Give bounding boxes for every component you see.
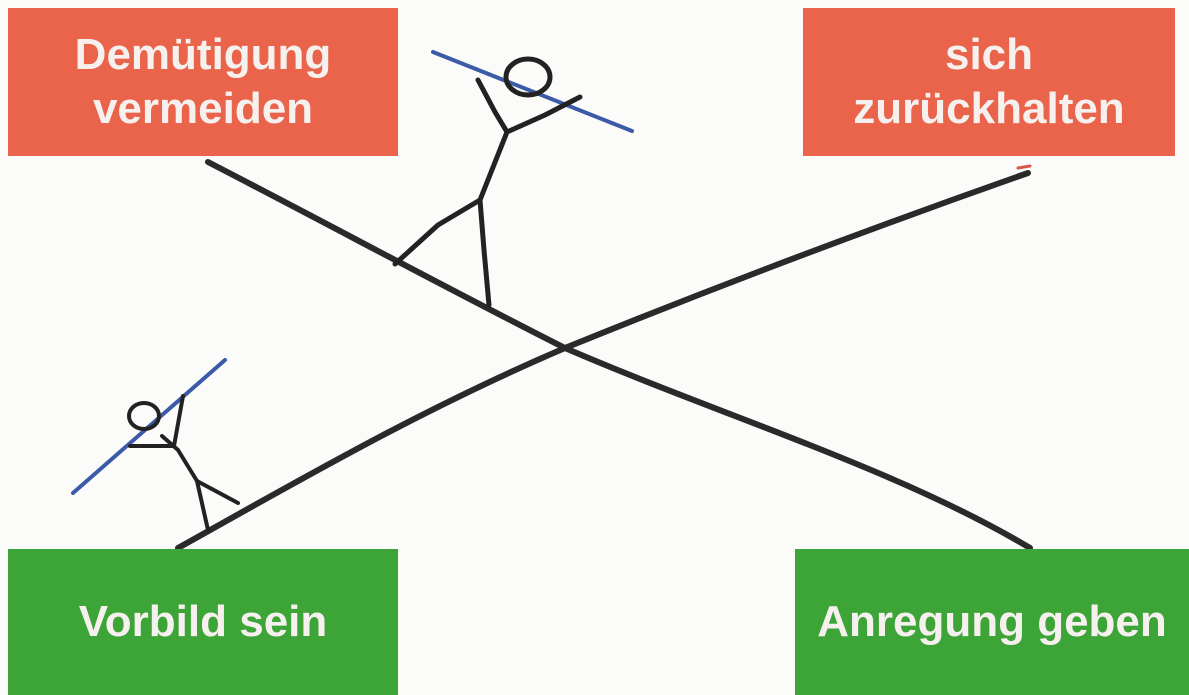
label-bottom-left: Vorbild sein [78, 597, 328, 646]
rope-descending [205, 159, 1033, 551]
lower-walker-figure [71, 358, 240, 532]
label-top-left-line2: vermeiden [92, 84, 314, 133]
upper-walker-head [503, 56, 553, 98]
rope-end-mark [1016, 164, 1032, 170]
label-box-bottom-right: Anregung geben [795, 549, 1189, 695]
upper-walker-arms [475, 77, 583, 135]
upper-walker-figure [392, 50, 634, 308]
upper-walker-legs [392, 197, 492, 308]
label-top-left-line1: Demütigung [74, 30, 332, 79]
upper-balance-pole [431, 50, 634, 133]
lower-walker-legs [195, 479, 240, 532]
lower-walker-body [160, 434, 199, 483]
label-top-right-line2: zurückhalten [853, 84, 1125, 133]
label-box-top-left: Demütigung vermeiden [8, 8, 398, 156]
label-box-top-right: sich zurückhalten [803, 8, 1175, 156]
label-box-bottom-left: Vorbild sein [8, 549, 398, 695]
upper-walker-body [477, 129, 510, 203]
rope-ascending [175, 170, 1031, 551]
label-bottom-right: Anregung geben [817, 597, 1167, 646]
label-top-right-line1: sich [944, 30, 1034, 79]
lower-walker-head [127, 401, 161, 431]
